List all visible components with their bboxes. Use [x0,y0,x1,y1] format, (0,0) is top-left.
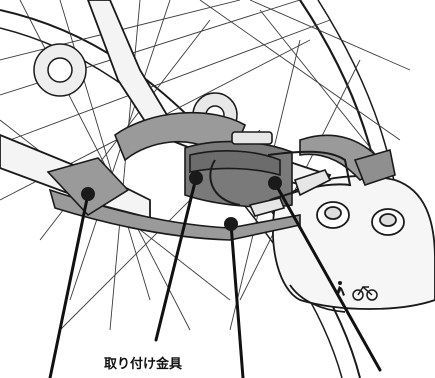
callout-marker-strap [81,187,95,201]
callout-marker-buckle [224,217,238,231]
bracket-callout-label: 取り付け金具 [104,356,204,374]
callout-marker-bracket [189,171,203,185]
callout-marker-holder [268,176,282,190]
